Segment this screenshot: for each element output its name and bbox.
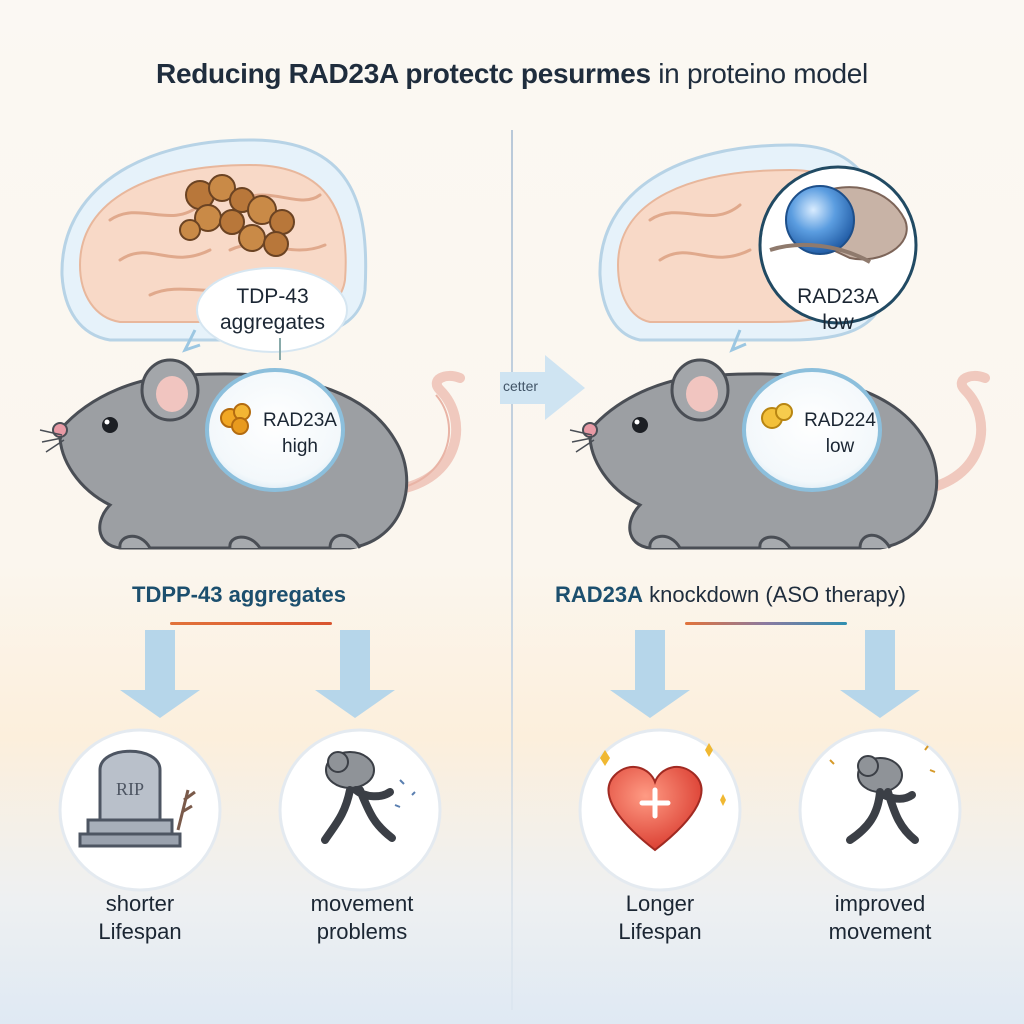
middle-arrow-label: cetter [503,378,539,394]
tdp43-bubble-line2: aggregates [219,311,326,334]
outcome-line1: movement [310,891,414,916]
left-section-label: TDPP-43 aggregates [132,582,346,608]
right-section-label: RAD23A knockdown (ASO therapy) [555,582,906,608]
outcome-label-movement-problems: movement problems [262,890,462,946]
rad23a-callout-line1: RAD23A [797,285,879,308]
left-brain-arrow [182,329,201,353]
proteasome-illustration [769,185,908,264]
title-rest: in proteino model [658,58,868,89]
outcome-line1: shorter [105,891,175,916]
tdp43-callout-bubble [196,267,348,353]
right-section-label-rest: knockdown (ASO therapy) [643,582,906,607]
right-mouse-bubble-line2: low [825,436,855,457]
outcome-line2: problems [316,919,408,944]
outcome-label-improved-movement: improved movement [780,890,980,946]
title-bold: Reducing RAD23A protectc pesurmes [156,58,651,89]
right-brain-arrow [729,329,747,353]
rad23a-low-callout-text: RAD23A low [778,284,898,336]
outcome-label-longer-lifespan: Longer Lifespan [560,890,760,946]
rip-text: RIP [116,779,144,799]
right-arrow-1 [610,630,690,718]
right-mouse-bubble-text: RAD224 low [790,408,890,460]
outcome-line1: improved [834,891,926,916]
left-section-label-text: TDPP-43 aggregates [132,582,346,607]
outcome-line2: movement [828,919,932,944]
left-mouse-bubble-text: RAD23A high [250,408,350,460]
left-mouse-bubble-line2: high [282,436,318,457]
aggregate-small-icon [220,403,251,435]
outcome-label-shorter-lifespan: shorter Lifespan [40,890,240,946]
aggregate-small-icon-right [761,403,793,429]
stumbling-mouse-icon [321,751,416,844]
left-section-underline [170,622,332,625]
outcome-line2: Lifespan [618,919,702,944]
tdp43-bubble-line1: TDP-43 [236,285,309,308]
gravestone-icon: RIP [78,749,196,848]
middle-arrow [500,355,585,420]
right-mouse-bubble [742,368,882,492]
tdp43-bubble-text: TDP-43 aggregates [205,284,340,336]
walking-mouse-icon [829,745,936,844]
page-title: Reducing RAD23A protectc pesurmes in pro… [0,58,1024,90]
right-section-label-bold: RAD23A [555,582,644,607]
outcome-line1: Longer [625,891,695,916]
outcome-line2: Lifespan [98,919,182,944]
left-mouse-bubble-line1: RAD23A [263,410,337,431]
panel-divider [511,130,513,1010]
heart-plus-icon [600,743,726,852]
left-arrow-1 [120,630,200,718]
left-mouse-bubble [205,368,345,492]
tdp43-aggregate-cluster [179,174,295,257]
left-arrow-2 [315,630,395,718]
right-mouse-bubble-line1: RAD224 [804,410,876,431]
rad23a-callout-line2: low [822,311,854,334]
right-arrow-2 [840,630,920,718]
right-section-underline [685,622,847,625]
outcome-circle-movement-problems [278,728,442,892]
